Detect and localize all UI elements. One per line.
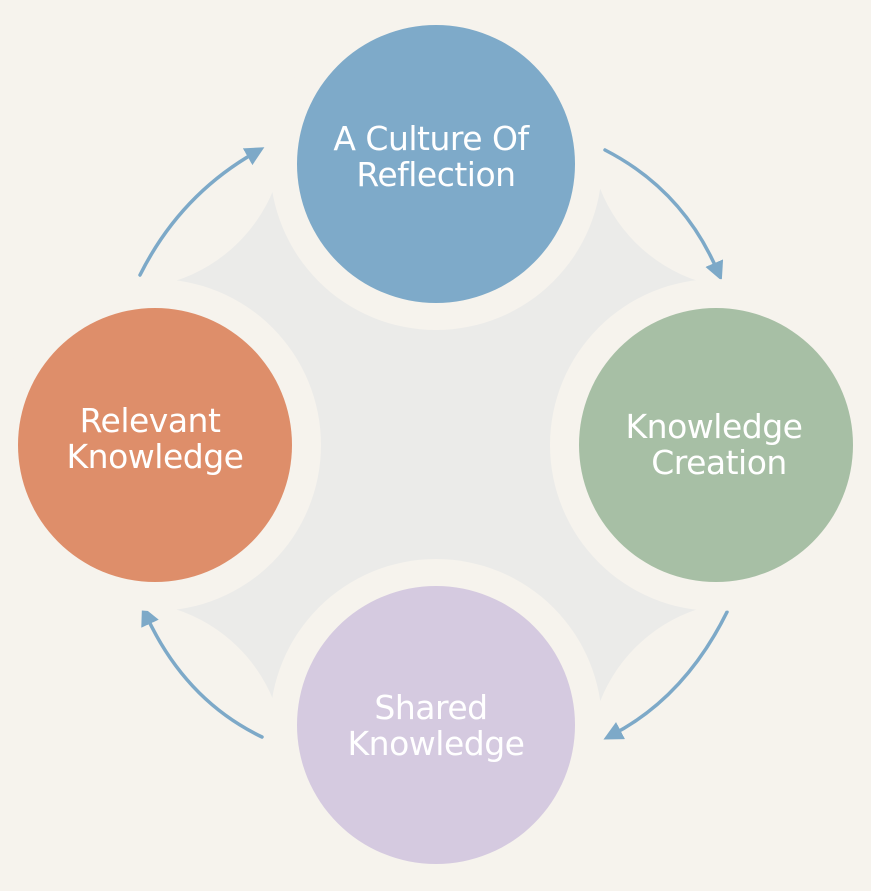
node-label-line: Relevant bbox=[80, 401, 221, 440]
node-circle bbox=[579, 308, 853, 582]
node-label: Shared Knowledge bbox=[348, 688, 525, 763]
node-circle bbox=[297, 586, 575, 864]
node-label-line: Knowledge bbox=[67, 437, 244, 476]
node-culture-of-reflection: A Culture Of Reflection bbox=[270, 0, 602, 330]
node-shared-knowledge: Shared Knowledge bbox=[270, 559, 602, 891]
node-label: Relevant Knowledge bbox=[67, 401, 244, 476]
arrow-reflection-to-creation bbox=[603, 148, 724, 281]
node-label-line: Knowledge bbox=[348, 724, 525, 763]
node-label-line: Shared bbox=[374, 688, 487, 727]
node-label-line: Creation bbox=[651, 443, 787, 482]
node-circle bbox=[18, 308, 292, 582]
node-label-line: A Culture Of bbox=[333, 119, 530, 158]
node-relevant-knowledge: Relevant Knowledge bbox=[0, 279, 321, 611]
arrow-relevant-to-reflection bbox=[138, 147, 265, 277]
arrow-creation-to-shared bbox=[603, 610, 729, 740]
node-label: Knowledge Creation bbox=[626, 407, 813, 482]
node-circle bbox=[297, 25, 575, 303]
node-label-line: Knowledge bbox=[626, 407, 803, 446]
arrow-shared-to-relevant bbox=[141, 606, 264, 739]
center-background-shape bbox=[175, 180, 698, 710]
node-label-line: Reflection bbox=[356, 155, 515, 194]
node-label: A Culture Of Reflection bbox=[333, 119, 538, 194]
node-knowledge-creation: Knowledge Creation bbox=[550, 279, 871, 611]
